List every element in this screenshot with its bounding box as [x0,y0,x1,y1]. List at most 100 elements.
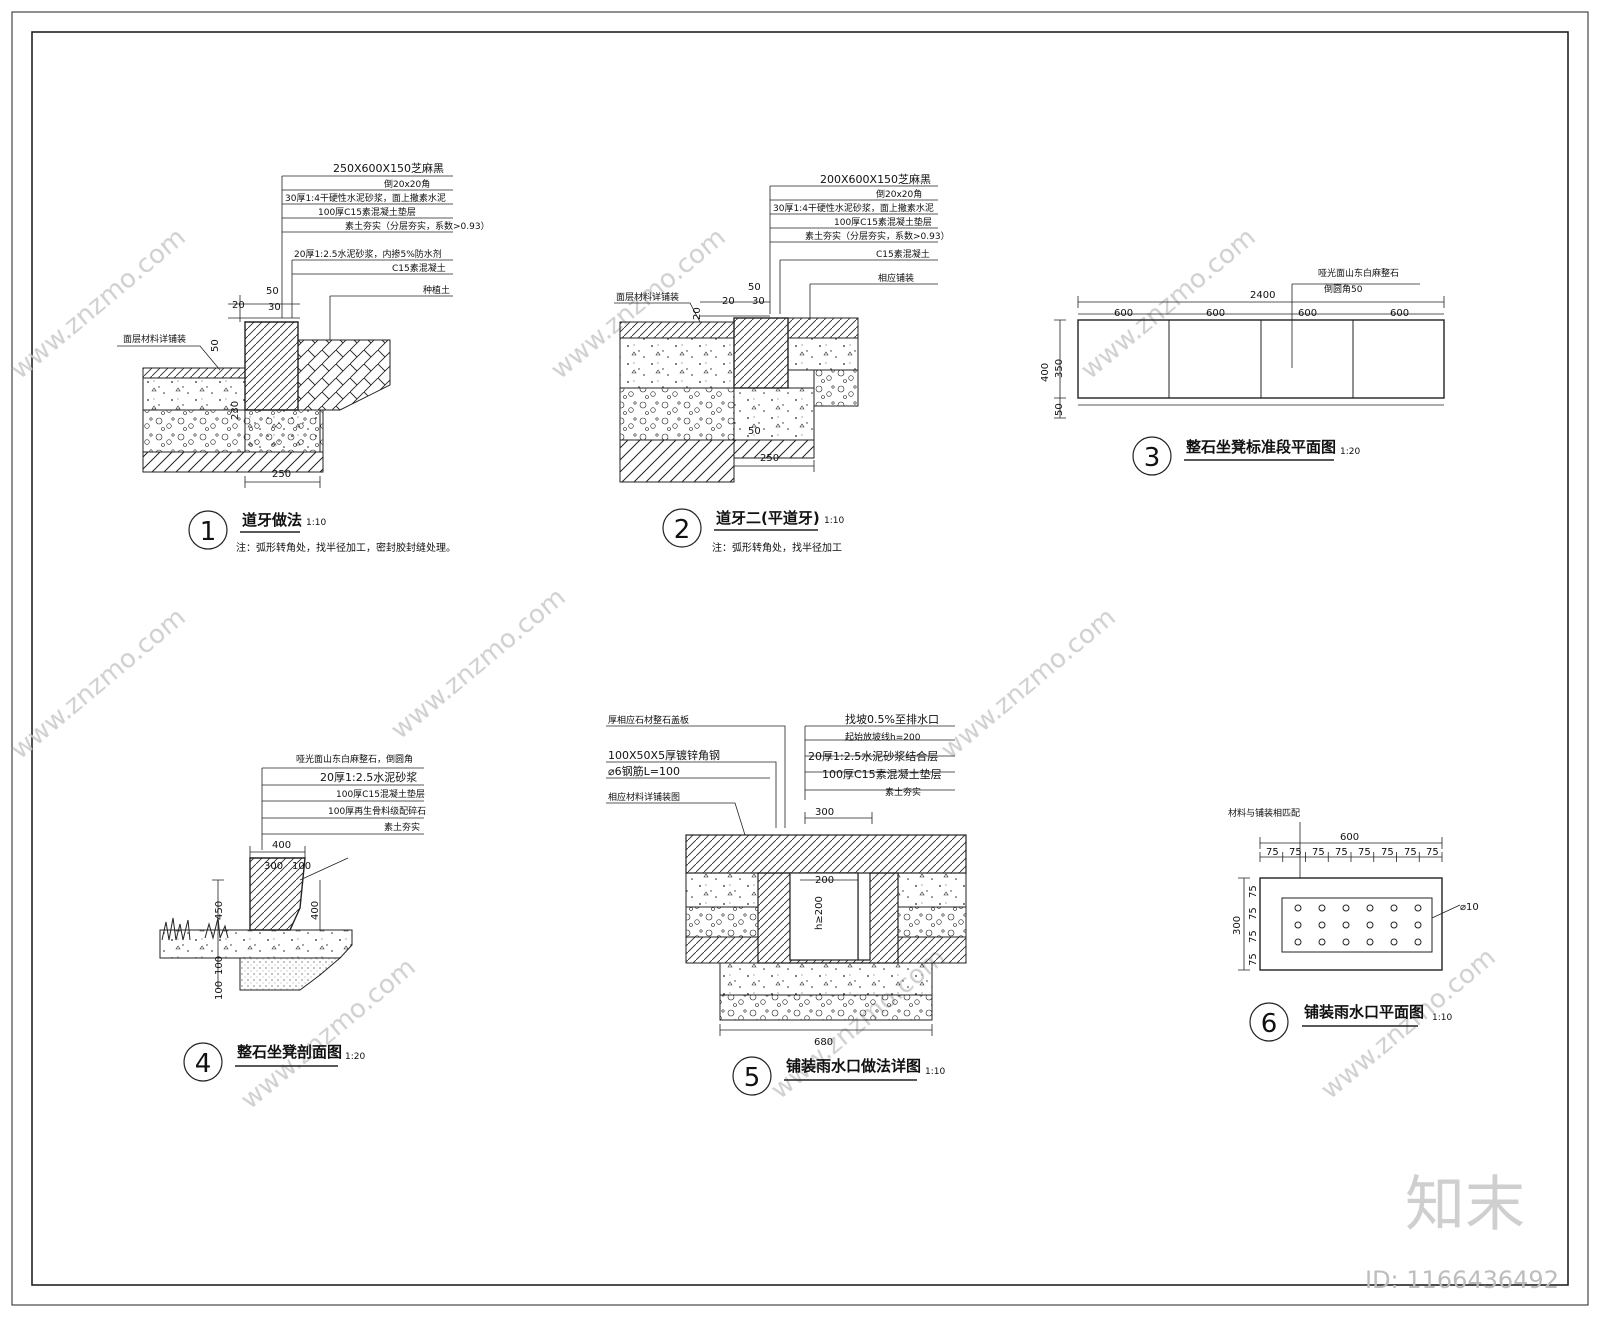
d1-curb-stone [244,321,299,411]
d2-number-circle [662,508,702,548]
detail-4-bench-section: 哑光面山东白麻整石，倒圆角 20厚1:2.5水泥砂浆 100厚C15混凝土垫层 … [159,753,426,1082]
d4-dim-5: 100 [214,956,225,975]
d2-side-label: 面层材料详铺装 [616,291,679,303]
d1-dim-2: 30 [268,302,281,313]
d1-scale: 1:10 [306,518,326,528]
d6-tick-6: 75 [1404,847,1417,858]
d5-dim-3: 680 [814,1037,833,1048]
d2-dim-1: 20 [692,307,703,320]
d2-dim-2: 20 [722,296,735,307]
d2-gravel-layer-left [619,387,735,441]
d5-right-label-4: 素土夯实 [885,786,921,798]
d2-label-3: 100厚C15素混凝土垫层 [834,216,932,228]
d6-dim-top: 600 [1340,832,1359,843]
d2-label-1: 倒20x20角 [876,188,922,200]
d3-side-2: 50 [1054,403,1065,416]
d2-label-0: 200X600X150芝麻黑 [820,172,931,186]
d6-tick-4: 75 [1358,847,1371,858]
d2-soil-left [619,439,735,483]
d3-label-0: 哑光面山东白麻整石 [1318,267,1399,279]
d5-dim-1: 200 [815,875,834,886]
drain-hole [1342,938,1350,946]
d3-number-circle [1132,436,1172,476]
d5-mortar-left [685,872,759,908]
d3-title: 整石坐凳标准段平面图 [1186,438,1336,456]
inner-frame [31,31,1569,1286]
d5-mortar-right [897,872,967,908]
d1-dim-3: 50 [210,339,221,352]
d3-dim-total: 2400 [1250,290,1275,301]
watermark-site-3: www.znzmo.com [1075,222,1261,385]
d5-gravel-left [685,906,759,938]
d1-number-circle [188,510,228,550]
d1-label-4: 素土夯实（分层夯实，系数>0.93） [345,220,490,232]
d1-label-7: 种植土 [423,284,450,296]
d1-dim-1: 20 [232,300,245,311]
d5-dim-0: 300 [815,807,834,818]
drain-hole [1414,938,1422,946]
watermark-site-4: www.znzmo.com [5,602,191,765]
d2-label-2: 30厚1:4干硬性水泥砂浆，面上撒素水泥 [773,202,934,214]
d5-number: 5 [744,1063,761,1093]
d2-paving-layer-right [787,317,859,339]
drain-hole [1390,904,1398,912]
d4-dim-0: 400 [272,840,291,851]
d1-dim-4: 230 [230,401,241,420]
drain-hole [1342,921,1350,929]
d6-tick-labels: 75 75 75 75 75 75 75 75 [1266,847,1439,858]
d1-number: 1 [200,517,217,547]
d6-drain-holes [1294,904,1422,946]
d5-gravel-base [719,994,933,1021]
drain-hole [1366,921,1374,929]
d3-joints [1168,320,1354,398]
d1-label-3: 100厚C15素混凝土垫层 [318,206,416,218]
d4-dim-3: 450 [214,901,225,920]
d5-right-label-3: 100厚C15素混凝土垫层 [822,767,942,781]
detail-1-curb: 250X600X150芝麻黑 倒20x20角 30厚1:4干硬性水泥砂浆，面上撒… [117,161,490,554]
d6-outer-frame [1259,877,1443,971]
d4-dim-4: 400 [310,901,321,920]
d5-gravel-right [897,906,967,938]
d3-label-1: 倒圆角50 [1324,283,1363,295]
d1-label-5: 20厚1:2.5水泥砂浆，内掺5%防水剂 [294,248,442,260]
d6-title: 铺装雨水口平面图 [1304,1003,1424,1021]
d5-left-label-1: 100X50X5厚镀锌角钢 [608,748,720,762]
detail-5-drain-section: 厚相应石材整石盖板 100X50X5厚镀锌角钢 ⌀6钢筋L=100 相应材料详铺… [606,712,967,1096]
drain-hole [1366,938,1374,946]
d6-tick-0: 75 [1266,847,1279,858]
drain-hole [1294,904,1302,912]
d5-drain-cavity [789,872,859,961]
d6-number: 6 [1261,1009,1278,1039]
d6-tick-5: 75 [1381,847,1394,858]
d2-label-6: 相应铺装 [878,272,914,284]
d2-title: 道牙二(平道牙) [716,509,820,527]
d2-c15-base [733,387,815,441]
d5-concrete-base [719,962,933,996]
d1-label-6: C15素混凝土 [392,262,446,274]
d2-mortar-layer-left [619,337,735,389]
drain-hole [1318,904,1326,912]
d6-label-0: 材料与铺装相匹配 [1228,807,1300,819]
d2-dim-0: 50 [748,282,761,293]
detail-3-bench-plan: 哑光面山东白麻整石 倒圆角50 2400 600 600 600 600 400… [1040,267,1445,476]
d6-number-circle [1249,1002,1289,1042]
d5-right-label-2: 20厚1:2.5水泥砂浆结合层 [808,749,938,763]
drain-hole [1414,904,1422,912]
d5-left-label-2: ⌀6钢筋L=100 [608,764,680,778]
d4-dim-2: 100 [292,861,311,872]
d4-label-3: 100厚再生骨料级配碎石 [328,805,426,817]
d3-seg-2: 600 [1298,308,1317,319]
d5-left-label-3: 相应材料详铺装图 [608,791,680,803]
d2-mortar-layer-right [787,337,859,371]
d1-label-2: 30厚1:4干硬性水泥砂浆，面上撒素水泥 [285,192,446,204]
d4-number: 4 [195,1049,212,1079]
d3-seg-1: 600 [1206,308,1225,319]
d4-dim-6: 100 [214,981,225,1000]
d2-curb-stone [733,317,789,389]
d3-seg-3: 600 [1390,308,1409,319]
watermark-site-1: www.znzmo.com [5,222,191,385]
d2-gravel-layer-right [813,369,859,407]
d5-title: 铺装雨水口做法详图 [786,1057,921,1075]
d1-label-1: 倒20x20角 [384,178,430,190]
d6-side-1: 75 [1248,885,1259,898]
